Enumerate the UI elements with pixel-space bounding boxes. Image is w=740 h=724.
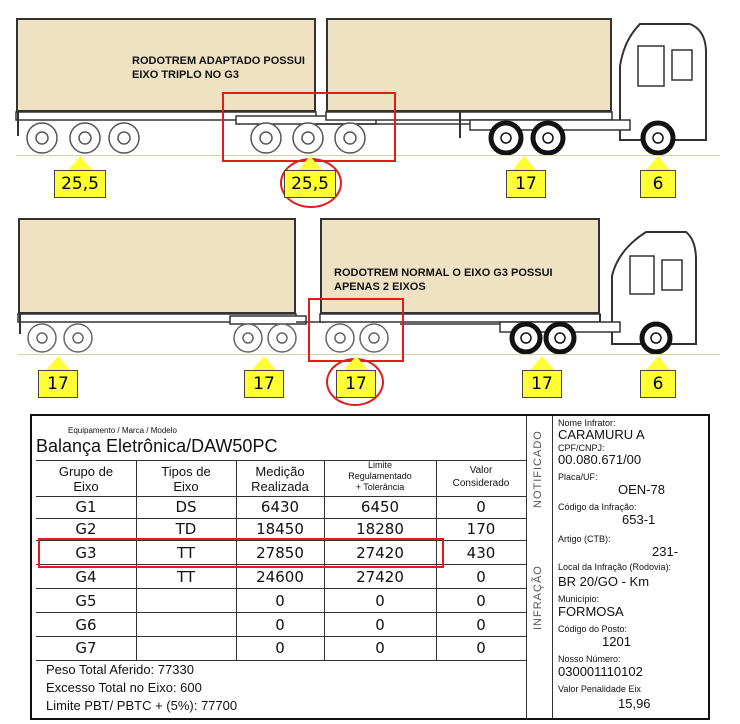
table-bottom-line [36, 660, 526, 661]
bottom-badge-g4: 17 [522, 370, 562, 398]
bottom-badge-front: 6 [640, 370, 676, 398]
side-field-value: 030001110102 [558, 664, 643, 679]
cell-valor: 0 [436, 498, 526, 516]
header-limite: Limite Regulamentado + Tolerância [324, 460, 436, 493]
cell-tipo: TD [136, 520, 236, 538]
side-field-label: Valor Penalidade Eix [558, 684, 641, 694]
cell-limite: 27420 [324, 568, 436, 586]
cell-limite: 0 [324, 639, 436, 657]
side-field-value: OEN-78 [618, 482, 665, 497]
cell-grupo: G2 [36, 520, 136, 538]
bottom-arrow-2 [252, 356, 276, 370]
cell-grupo: G1 [36, 498, 136, 516]
cell-limite: 0 [324, 592, 436, 610]
cell-tipo: DS [136, 498, 236, 516]
bottom-badge-g1: 17 [38, 370, 78, 398]
cell-grupo: G5 [36, 592, 136, 610]
cell-medicao: 24600 [236, 568, 324, 586]
cell-medicao: 0 [236, 592, 324, 610]
cell-grupo: G6 [36, 616, 136, 634]
notificado-label: NOTIFICADO [532, 430, 544, 508]
cell-limite: 18280 [324, 520, 436, 538]
bottom-badge-g2: 17 [244, 370, 284, 398]
side-field-label: Código da Infração: [558, 502, 637, 512]
header-tipos: Tipos de Eixo [136, 464, 236, 494]
bottom-arrow-3 [344, 356, 368, 370]
side-field-label: Placa/UF: [558, 472, 598, 482]
side-field-label: Município: [558, 594, 599, 604]
row-line [36, 612, 526, 613]
cell-medicao: 18450 [236, 520, 324, 538]
scale-title: Balança Eletrônica/DAW50PC [36, 436, 277, 457]
infracao-label: INFRAÇÃO [532, 565, 544, 630]
side-field-value: 15,96 [618, 696, 651, 711]
table-header-line [36, 496, 526, 497]
side-field-value: 653-1 [622, 512, 655, 527]
cell-grupo: G4 [36, 568, 136, 586]
header-valor: Valor Considerado [436, 464, 526, 490]
row-line [36, 588, 526, 589]
side-panel-divider-2 [552, 416, 553, 720]
side-field-value: BR 20/GO - Km [558, 574, 649, 589]
header-medicao: Medição Realizada [236, 464, 324, 494]
bottom-g3-highlight-box [308, 298, 404, 362]
cell-valor: 0 [436, 568, 526, 586]
cell-valor: 430 [436, 544, 526, 562]
side-field-value: CARAMURU A [558, 427, 645, 442]
footer-excesso: Excesso Total no Eixo: 600 [46, 680, 202, 695]
weighing-ticket: Equipamento / Marca / Modelo Balança Ele… [30, 414, 710, 720]
side-field-value: FORMOSA [558, 604, 624, 619]
row-line [36, 518, 526, 519]
cell-valor: 170 [436, 520, 526, 538]
side-field-value: 1201 [602, 634, 631, 649]
cell-medicao: 0 [236, 616, 324, 634]
g3-row-highlight [38, 538, 444, 568]
bottom-badge-g3: 17 [336, 370, 376, 398]
bottom-arrow-4 [530, 356, 554, 370]
equipment-caption: Equipamento / Marca / Modelo [68, 426, 177, 435]
bottom-arrow-5 [646, 356, 670, 370]
side-field-value: 00.080.671/00 [558, 452, 641, 467]
cell-grupo: G7 [36, 639, 136, 657]
footer-peso-total: Peso Total Aferido: 77330 [46, 662, 194, 677]
bottom-arrow-1 [46, 356, 70, 370]
side-field-value: 231- [652, 544, 678, 559]
cell-limite: 0 [324, 616, 436, 634]
cell-tipo: TT [136, 568, 236, 586]
cell-valor: 0 [436, 592, 526, 610]
table-top-line [36, 460, 526, 461]
cell-limite: 6450 [324, 498, 436, 516]
footer-limite-pbt: Limite PBT/ PBTC + (5%): 77700 [46, 698, 237, 713]
cell-medicao: 0 [236, 639, 324, 657]
side-field-label: Código do Posto: [558, 624, 627, 634]
side-field-label: Artigo (CTB): [558, 534, 611, 544]
cell-valor: 0 [436, 639, 526, 657]
cell-medicao: 6430 [236, 498, 324, 516]
cell-valor: 0 [436, 616, 526, 634]
side-panel-divider [526, 416, 527, 720]
side-field-label: Nosso Número: [558, 654, 621, 664]
side-field-label: Local da Infração (Rodovia): [558, 562, 671, 572]
header-grupo: Grupo de Eixo [36, 464, 136, 494]
row-line [36, 636, 526, 637]
